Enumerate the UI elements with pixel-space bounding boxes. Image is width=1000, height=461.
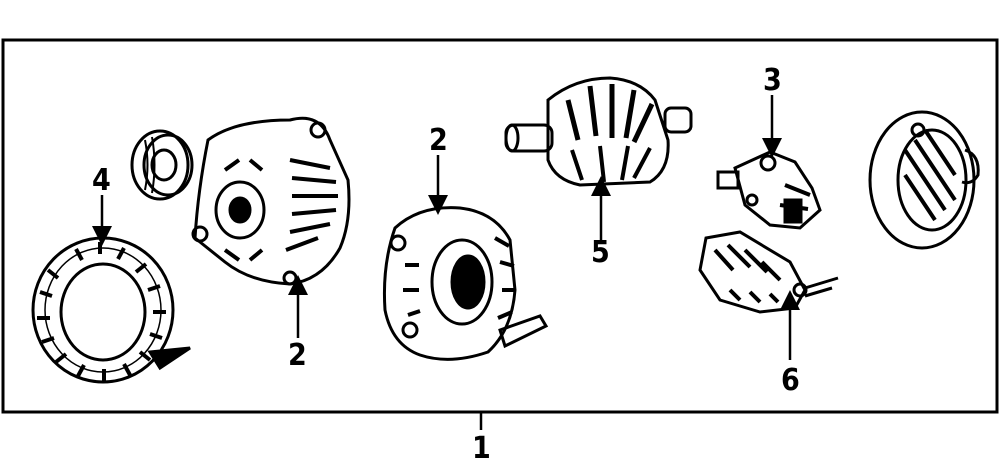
stator-part: [31, 236, 191, 384]
callout-assembly: 1: [472, 431, 491, 461]
callout-stator: 4: [92, 163, 111, 198]
rectifier-part: [698, 230, 839, 314]
callout-rectifier: 6: [781, 363, 800, 398]
diagram-frame: [1, 38, 999, 414]
regulator-part: [716, 150, 822, 230]
callout-front-housing: 2: [288, 338, 307, 373]
pulley-part: [130, 129, 194, 201]
rear-housing-part: [382, 206, 549, 361]
front-housing-part: [191, 116, 351, 286]
callout-rotor: 5: [591, 235, 610, 270]
callout-rear-housing: 2: [429, 123, 448, 158]
callout-regulator: 3: [763, 63, 782, 98]
rotor-part: [504, 76, 693, 187]
rear-cover-part: [868, 110, 980, 250]
